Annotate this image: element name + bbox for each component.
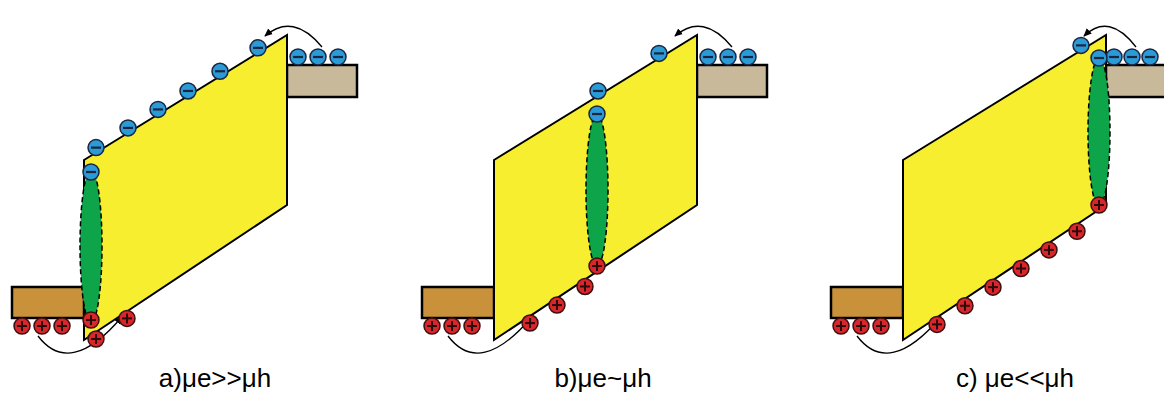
organic-layer [84, 35, 287, 340]
cathode [697, 65, 767, 97]
hole [1013, 261, 1029, 277]
hole [1091, 197, 1107, 213]
hole [424, 318, 440, 334]
panel-caption: b)μe~μh [554, 365, 651, 391]
hole [929, 316, 945, 332]
panel-caption: a)μe>>μh [159, 365, 271, 391]
hole [444, 318, 460, 334]
anode [831, 287, 903, 318]
electron [150, 101, 166, 117]
electron [1106, 49, 1122, 65]
hole [1041, 242, 1057, 258]
hole [1069, 223, 1085, 239]
electron [310, 49, 326, 65]
injection-arrow [265, 26, 322, 47]
device-panel [831, 26, 1164, 353]
hole [34, 318, 50, 334]
electron [83, 164, 99, 180]
recombination-zone [586, 114, 608, 266]
hole [985, 279, 1001, 295]
anode [12, 287, 84, 318]
device-panel [12, 26, 357, 353]
hole [833, 318, 849, 334]
electron [1091, 50, 1107, 66]
panel-caption: c) μe<<μh [956, 365, 1074, 391]
electron [330, 49, 346, 65]
injection-arrow [857, 317, 941, 353]
hole [873, 318, 889, 334]
injection-arrow [38, 317, 122, 353]
electron [740, 49, 756, 65]
electron [250, 40, 266, 56]
hole [522, 315, 538, 331]
hole [464, 318, 480, 334]
hole [88, 331, 104, 347]
electron [720, 49, 736, 65]
hole [54, 318, 70, 334]
hole [549, 297, 565, 313]
hole [589, 258, 605, 274]
injection-arrow [675, 26, 732, 47]
hole [577, 278, 593, 294]
electron [700, 49, 716, 65]
cathode [1106, 65, 1164, 97]
electron [120, 120, 136, 136]
electron [590, 83, 606, 99]
electron [1124, 49, 1140, 65]
hole [83, 312, 99, 328]
electron [88, 140, 104, 156]
organic-layer [903, 35, 1106, 340]
hole [853, 318, 869, 334]
hole [14, 318, 30, 334]
electron [1073, 37, 1089, 53]
hole [119, 310, 135, 326]
recombination-zone [80, 170, 102, 322]
organic-layer [494, 35, 697, 340]
hole [957, 298, 973, 314]
injection-arrow [448, 317, 532, 353]
electron [290, 49, 306, 65]
injection-arrow [1084, 26, 1136, 47]
electron [651, 45, 667, 61]
cathode [287, 65, 357, 97]
device-panel [422, 26, 767, 353]
electron [589, 106, 605, 122]
recombination-zone [1088, 58, 1110, 206]
electron [1142, 49, 1158, 65]
electron [180, 83, 196, 99]
electron [212, 63, 228, 79]
anode [422, 287, 494, 318]
